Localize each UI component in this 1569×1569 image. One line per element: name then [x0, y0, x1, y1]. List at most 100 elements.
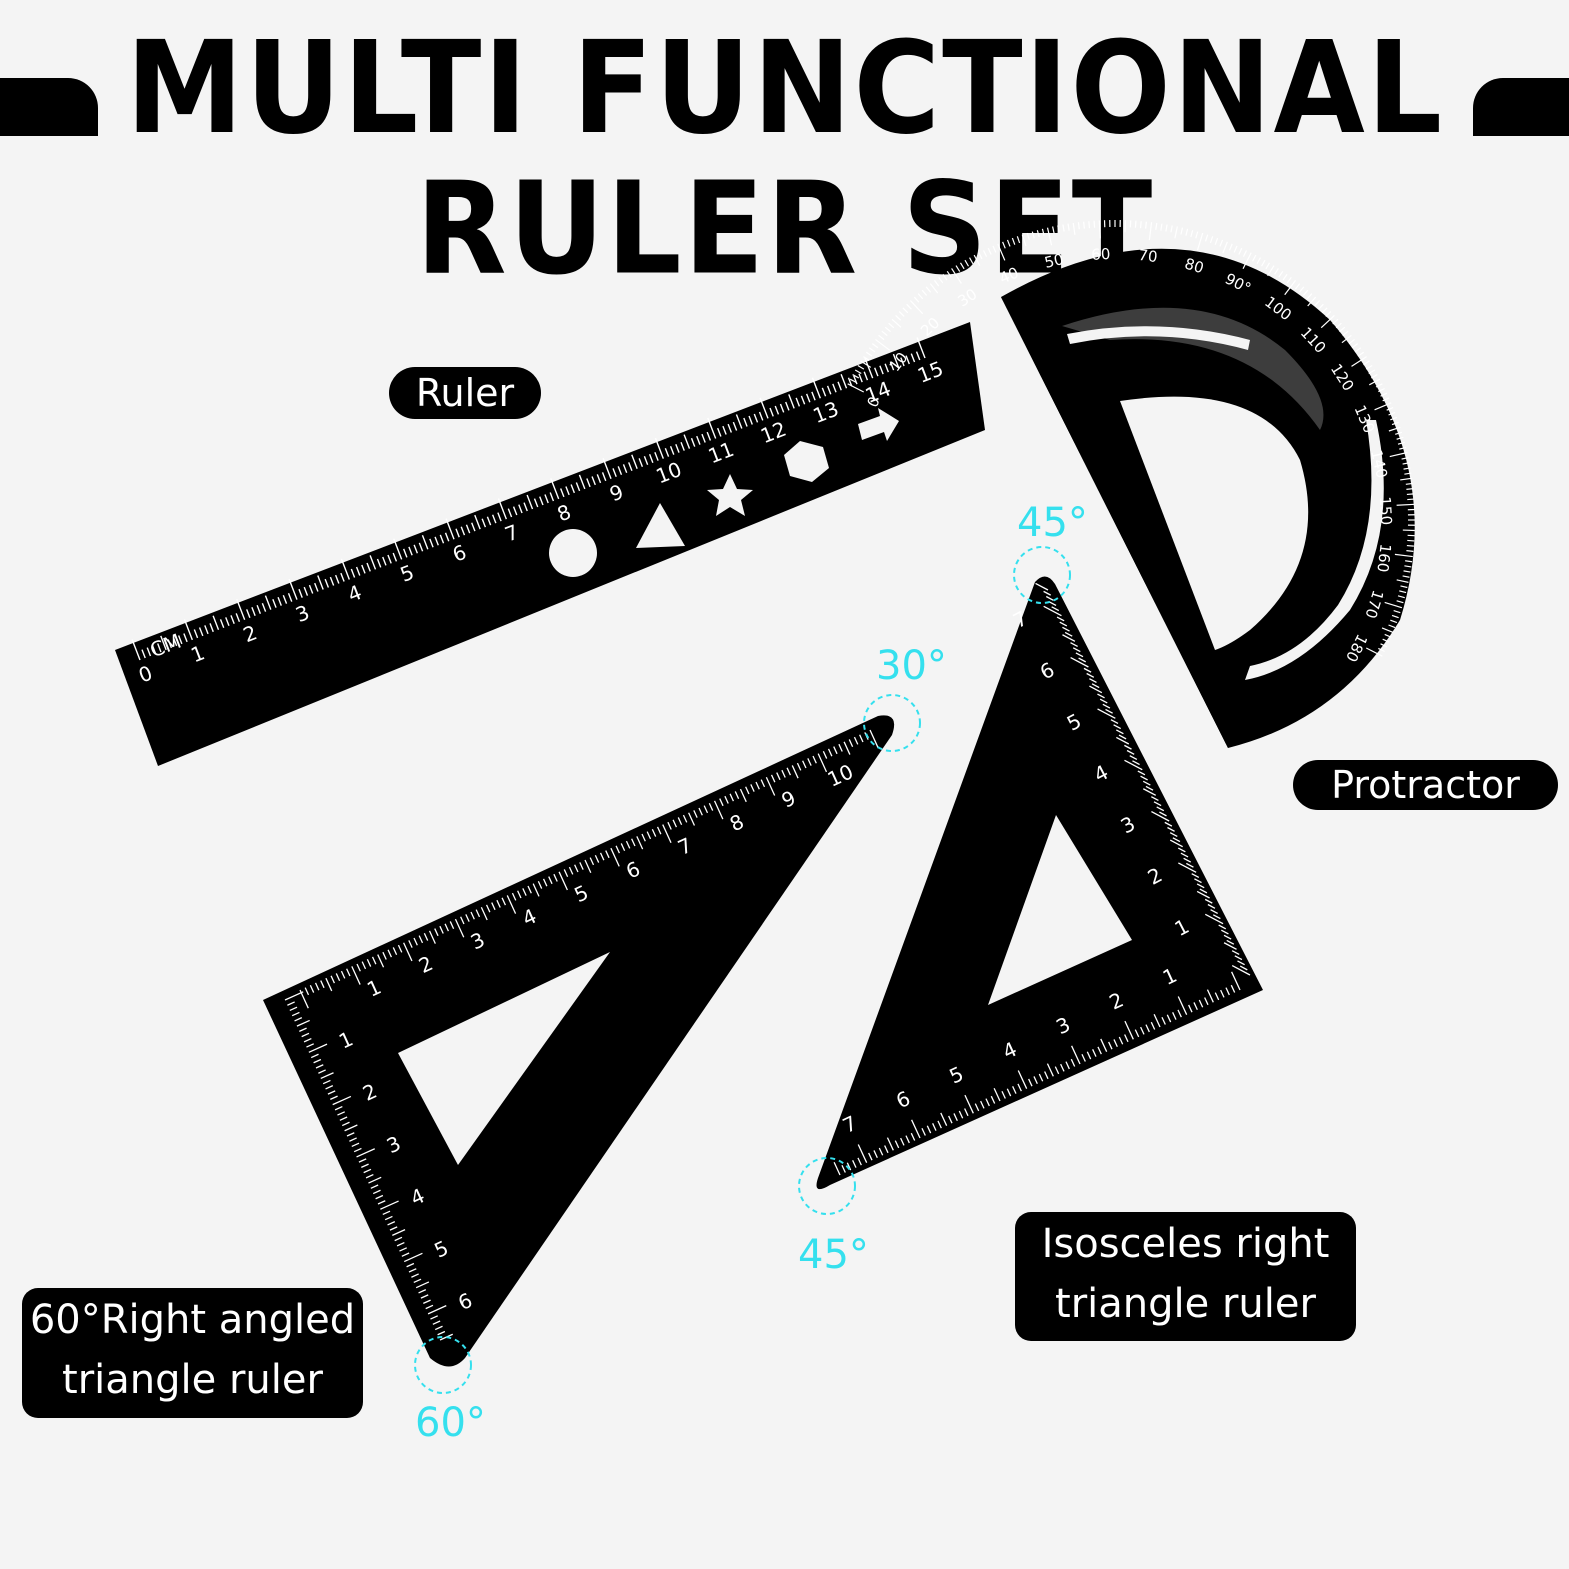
tick-mark [1209, 236, 1214, 244]
tick-mark [1274, 268, 1279, 275]
angle-iso-bottom: 45° [798, 1232, 869, 1278]
tick-mark [1242, 252, 1252, 270]
tick-mark [987, 247, 992, 255]
tick-mark [853, 736, 859, 745]
tick-mark [900, 1137, 905, 1146]
tick-mark [570, 484, 576, 494]
tick-mark [1220, 989, 1225, 998]
tick-mark [1153, 801, 1162, 807]
tick-mark [1204, 913, 1224, 925]
tick-mark [992, 245, 997, 253]
tick-mark [610, 847, 620, 867]
tick-mark [596, 474, 602, 484]
tick-mark [1384, 633, 1392, 638]
tick-mark [997, 243, 1006, 261]
tick-mark [940, 1112, 948, 1126]
tick-mark [353, 1147, 362, 1153]
tick-mark [1156, 806, 1165, 812]
tick-mark [389, 1226, 398, 1231]
tick-mark [857, 364, 865, 370]
tick-mark [340, 572, 345, 582]
protractor-label: Protractor [1293, 760, 1558, 810]
tick-mark [1380, 643, 1388, 648]
tick-mark [1070, 1058, 1076, 1067]
arrow-stencil [858, 408, 899, 441]
tick-mark [209, 623, 214, 633]
tick-mark [579, 862, 584, 870]
marker-sixty-tip [863, 694, 921, 752]
tick-mark [827, 748, 833, 757]
tick-mark [408, 546, 413, 556]
tick-mark [330, 1095, 338, 1100]
tick-mark [1118, 734, 1127, 740]
tick-mark [1150, 1021, 1156, 1030]
page-title: MULTI FUNCTIONAL RULER SET [125, 13, 1445, 303]
tick-mark [1124, 744, 1132, 750]
tick-mark [434, 536, 439, 546]
tick-mark [1406, 550, 1414, 552]
tick-mark [282, 594, 288, 604]
tick-mark [1174, 226, 1178, 239]
tick-mark [346, 968, 351, 977]
tick-mark [1222, 241, 1228, 254]
tick-mark [403, 942, 413, 962]
tick-mark [858, 373, 863, 383]
tick-mark [854, 369, 862, 375]
tick-mark [1405, 560, 1413, 563]
tick-mark [913, 296, 920, 303]
isosceles-label-line2: triangle ruler [1055, 1281, 1316, 1327]
tick-mark [284, 991, 304, 1001]
tick-mark [1151, 811, 1170, 822]
tick-mark [1070, 642, 1078, 648]
tick-mark [1282, 273, 1288, 281]
isosceles-label: Isosceles right triangle ruler [1015, 1212, 1356, 1341]
tick-mark [1071, 1045, 1081, 1065]
tick-mark [430, 1315, 439, 1320]
tick-mark [418, 1289, 427, 1294]
tick-mark [781, 769, 786, 778]
tick-mark [1400, 477, 1413, 481]
tick-mark [1381, 627, 1394, 633]
tick-mark [393, 538, 403, 560]
tick-mark [857, 1157, 862, 1166]
tick-mark [1065, 1061, 1070, 1070]
tick-mark [1145, 785, 1154, 791]
scale-label: 70 [1137, 246, 1158, 266]
tick-mark [865, 351, 873, 357]
tick-mark [900, 357, 905, 367]
tick-mark [1404, 565, 1412, 568]
tick-mark [230, 615, 235, 625]
tick-mark [1142, 780, 1151, 786]
tick-mark [418, 542, 424, 552]
tick-mark [501, 897, 507, 906]
tick-mark [1357, 351, 1365, 357]
tick-mark [1099, 698, 1108, 704]
tick-mark [575, 482, 581, 492]
tick-mark [1204, 234, 1209, 242]
tick-mark [131, 639, 141, 661]
tick-mark [755, 781, 760, 790]
tick-mark [852, 1160, 857, 1168]
tick-mark [1382, 638, 1390, 643]
tick-mark [351, 966, 361, 985]
tick-mark [401, 1252, 410, 1257]
tick-mark [938, 276, 944, 284]
tick-mark [677, 817, 683, 826]
tick-mark [1391, 614, 1399, 619]
tick-mark [198, 627, 204, 637]
tick-mark [612, 468, 617, 478]
tick-mark [160, 635, 167, 651]
tick-mark [183, 633, 188, 643]
tick-mark [1370, 374, 1378, 379]
tick-mark [1218, 924, 1227, 930]
tick-mark [680, 441, 685, 451]
tick-mark [1391, 421, 1399, 426]
tick-mark [868, 1152, 873, 1161]
tick-mark [953, 1113, 958, 1122]
tick-mark [1204, 997, 1209, 1006]
tick-mark [638, 458, 644, 467]
tick-mark [420, 1294, 429, 1299]
tick-mark [636, 836, 644, 850]
tick-mark [335, 973, 341, 982]
